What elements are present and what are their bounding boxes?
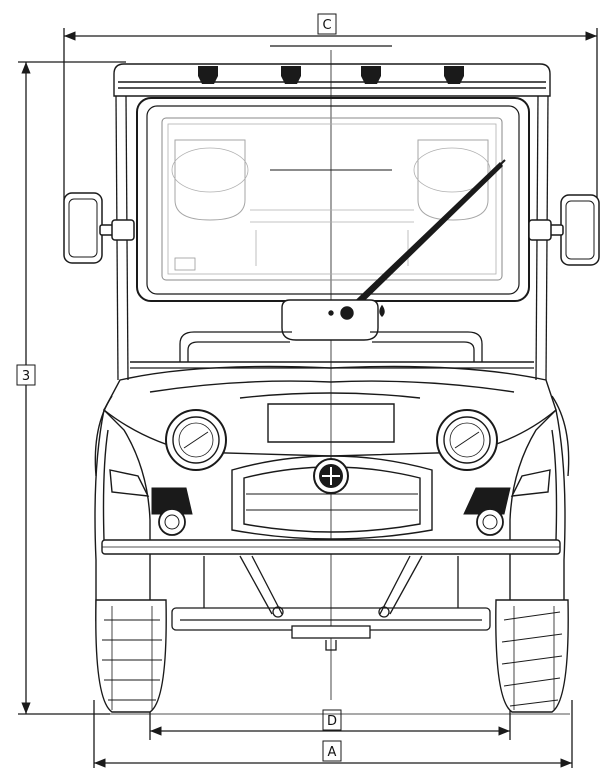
right-mirror	[528, 194, 600, 266]
right-fender	[509, 408, 566, 622]
right-tire	[495, 599, 569, 713]
roof-light-icon	[281, 66, 301, 84]
left-fender	[94, 408, 151, 622]
right-fog-light	[463, 487, 511, 536]
right-headlight	[436, 409, 498, 471]
roof	[113, 63, 551, 97]
chassis	[171, 555, 491, 651]
dimension-a-label: A	[322, 740, 342, 762]
dimension-c-label: C	[317, 13, 337, 35]
roof-light-icon	[444, 66, 464, 84]
dimension-3	[18, 61, 126, 715]
grille	[231, 455, 433, 540]
dimension-a-text: A	[328, 745, 337, 760]
roof-light-icon	[361, 66, 381, 84]
badge-emblem-icon	[313, 458, 349, 494]
roof-lights	[198, 66, 464, 84]
dimension-3-text: 3	[22, 369, 30, 384]
wiper-motor-housing	[281, 299, 385, 341]
dimension-d-text: D	[327, 714, 337, 729]
roof-light-icon	[198, 66, 218, 84]
dimension-d-label: D	[322, 709, 342, 731]
dimension-c	[63, 28, 598, 200]
left-headlight	[165, 409, 227, 471]
wiper	[340, 159, 506, 320]
dimension-a	[93, 700, 573, 768]
left-tire	[95, 599, 167, 713]
windshield	[136, 97, 530, 302]
dimension-3-label: 3	[16, 364, 36, 386]
bumper	[101, 539, 561, 555]
dimension-c-text: C	[322, 18, 331, 33]
left-fog-light	[151, 487, 193, 536]
left-mirror	[63, 192, 135, 264]
